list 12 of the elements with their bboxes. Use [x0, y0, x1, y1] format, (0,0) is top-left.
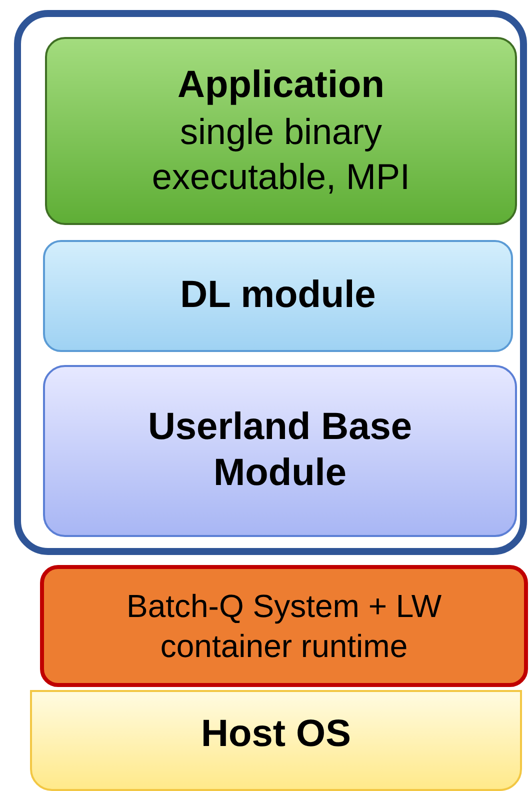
layer-title: Application	[178, 63, 384, 108]
layer-description: single binary executable, MPI	[150, 110, 412, 199]
layer-description: Batch-Q System + LW container runtime	[125, 587, 443, 666]
layer-box	[43, 240, 513, 352]
layer-box	[43, 365, 517, 537]
layer-box	[45, 37, 517, 225]
layer-title: DL module	[180, 273, 376, 318]
layer-box	[30, 690, 522, 791]
layer-title: Host OS	[201, 712, 351, 757]
layer-box	[40, 565, 528, 687]
layer-title: Userland Base Module	[146, 405, 413, 496]
container-frame	[14, 10, 527, 555]
